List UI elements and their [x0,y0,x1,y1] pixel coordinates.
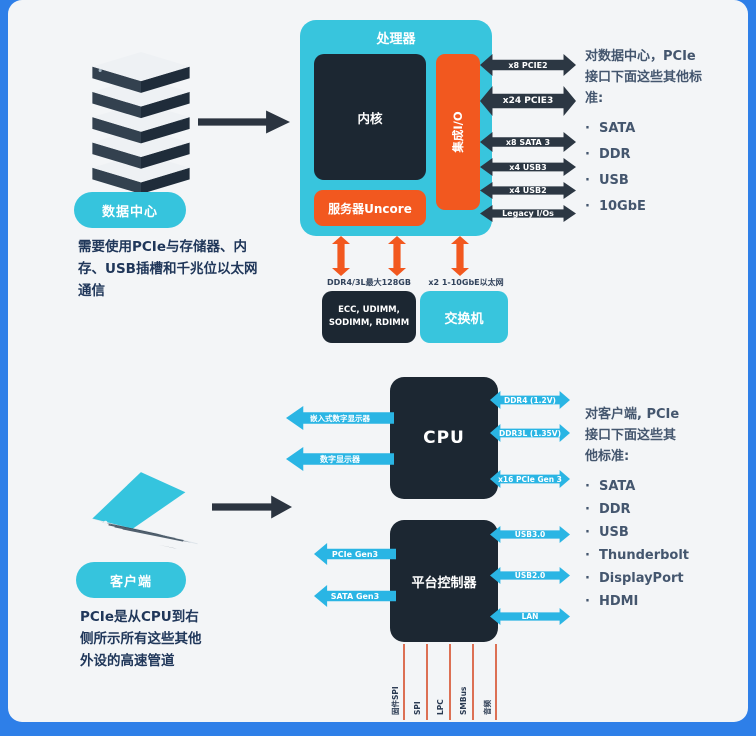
bullet-dot-icon: · [585,594,590,609]
list-item: · DDR [585,147,735,162]
ethernet-speed-label: x2 1-10GbE以太网 [428,278,504,287]
bullet-label: HDMI [598,594,639,609]
firmware-line-label: LPC [436,699,445,715]
cpu-arrow-label: 数字显示器 [320,454,360,464]
bullet-label: Thunderbolt [598,548,690,563]
bullet-dot-icon: · [585,199,590,214]
switch-box: 交换机 [420,291,508,343]
firmware-line-label: SMBus [459,686,468,715]
pch-bottom-line [495,644,497,720]
bullet-label: 10GbE [598,199,646,214]
cpu-arrow-label: DDR4 (1.2V) [503,395,556,405]
bullet-label: DDR [598,147,631,162]
bus-arrow-label: x8 SATA 3 [505,137,551,147]
server-stack-icon [92,52,190,194]
processor-core-block: 内核 [314,54,426,180]
pch-bottom-line [403,644,405,720]
memory-types-box: ECC, UDIMM, SODIMM, RDIMM [322,291,416,343]
client-note-title: 对客户端, PCIe接口下面这些其他标准: [585,407,680,464]
platform-controller-block: 平台控制器 [390,520,498,642]
list-item: · 10GbE [585,199,735,214]
bullet-label: DisplayPort [598,571,684,586]
integrated-io-block: 集成I/O [436,54,480,210]
bus-arrow-label: x24 PCIE3 [502,96,554,106]
cpu-arrow-label: DDR3L (1.35V) [499,428,561,438]
client-note: 对客户端, PCIe接口下面这些其他标准: · SATA · DDR · USB · T… [585,404,745,617]
pch-arrow-label: USB3.0 [514,530,546,539]
bullet-label: DDR [598,502,631,517]
bullet-label: USB [598,525,629,540]
datacenter-note: 对数据中心，PCIe接口下面这些其他标准: · SATA · DDR · USB · 1… [585,46,735,225]
bullet-dot-icon: · [585,548,590,563]
bus-arrow-label: x4 USB3 [509,162,547,172]
bullet-dot-icon: · [585,525,590,540]
cpu-arrow-label: x16 PCIe Gen 3 [498,474,562,484]
firmware-line-label: 音频 [483,700,492,715]
bullet-label: SATA [598,479,636,494]
bullet-dot-icon: · [585,121,590,136]
pch-bottom-line [472,644,474,720]
pch-bottom-line [449,644,451,720]
processor-title: 处理器 [376,32,416,47]
pch-arrow-label: PCIe Gen3 [331,549,379,559]
laptop-icon [92,472,198,552]
cpu-block: CPU [390,377,498,499]
list-item: · SATA [585,479,745,494]
bullet-dot-icon: · [585,502,590,517]
datacenter-note-title: 对数据中心，PCIe接口下面这些其他标准: [585,49,703,106]
bullet-dot-icon: · [585,479,590,494]
pch-arrow-label: SATA Gen3 [330,591,380,601]
list-item: · USB [585,525,745,540]
datacenter-description: 需要使用PCIe与存储器、内存、USB插槽和千兆位以太网通信 [78,239,258,299]
list-item: · DDR [585,502,745,517]
bullet-label: USB [598,173,629,188]
pch-arrow-label: USB2.0 [514,571,546,580]
list-item: · SATA [585,121,735,136]
firmware-line-label: SPI [413,701,422,715]
cpu-arrow-label: 嵌入式数字显示器 [310,413,370,423]
memory-capacity-label: DDR4/3L最大128GB [327,278,411,287]
server-uncore-block: 服务器Uncore [314,190,426,226]
list-item: · USB [585,173,735,188]
bus-arrow-label: x4 USB2 [509,186,547,195]
bus-arrow-label: Legacy I/Os [502,209,554,218]
firmware-line-label: 固件SPI [391,686,400,715]
list-item: · DisplayPort [585,571,745,586]
pch-bottom-line [426,644,428,720]
bullet-dot-icon: · [585,571,590,586]
bullet-label: SATA [598,121,636,136]
bullet-dot-icon: · [585,147,590,162]
client-badge: 客户端 [76,562,186,598]
integrated-io-label: 集成I/O [451,111,465,153]
bullet-dot-icon: · [585,173,590,188]
list-item: · HDMI [585,594,745,609]
pch-arrow-label: LAN [521,612,539,621]
bus-arrow-label: x8 PCIE2 [508,60,548,70]
datacenter-badge: 数据中心 [74,192,186,228]
client-description: PCIe是从CPU到右侧所示所有这些其他外设的高速管道 [80,609,202,669]
list-item: · Thunderbolt [585,548,745,563]
